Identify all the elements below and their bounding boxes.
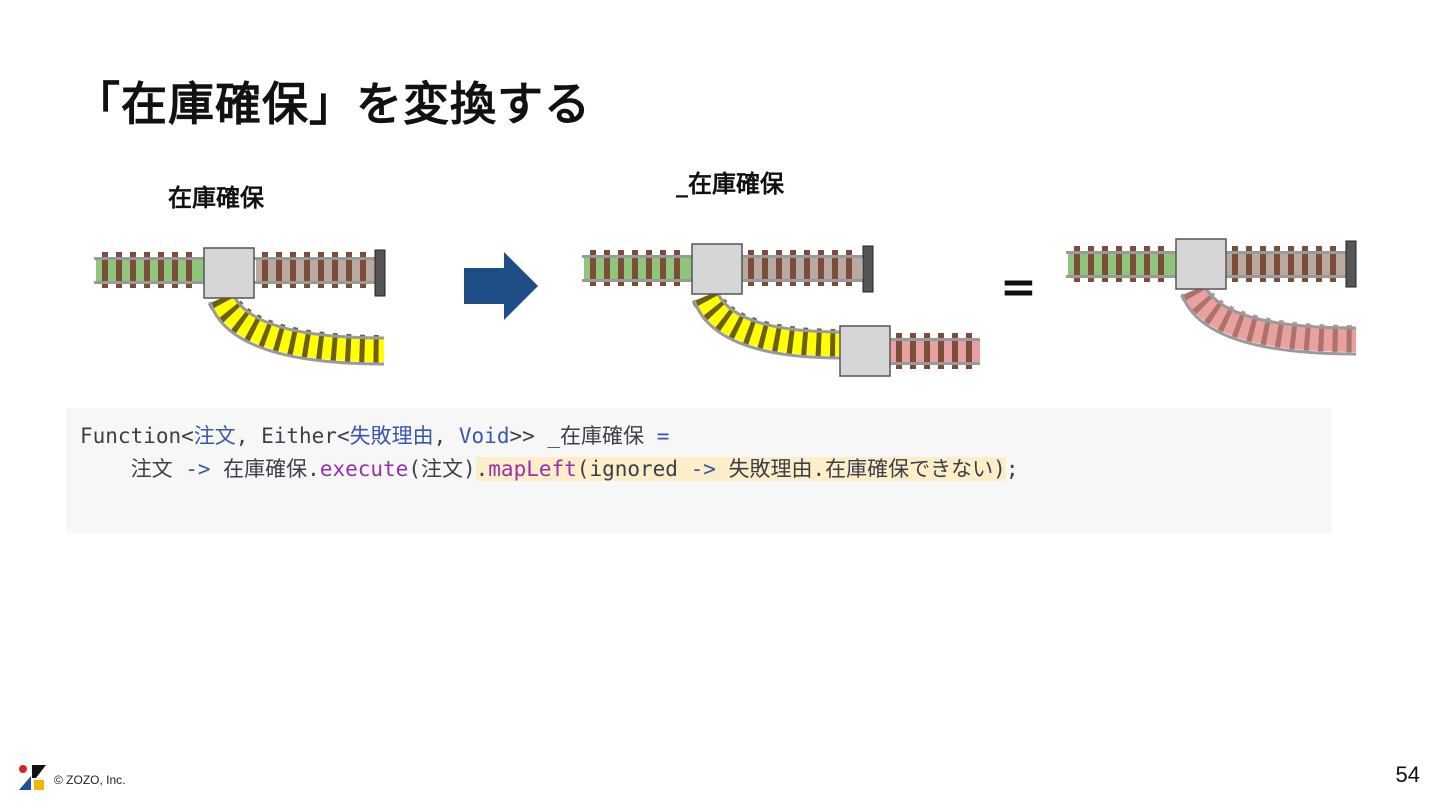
code-token: = [656,424,670,448]
railway-switch-result [1066,238,1357,356]
slide-title: 「在庫確保」を変換する [74,77,591,131]
failure-branch-track [1180,282,1357,356]
code-token: -> [690,457,716,481]
code-token: 失敗理由.在庫確保できない) [715,457,1006,481]
function-box [1175,238,1227,290]
code-token: . [475,457,489,481]
failure-branch-track [208,291,385,366]
code-token: execute [319,457,409,481]
zozo-logo-icon [19,765,46,790]
code-token: ; [1005,457,1019,481]
code-token: Function< [80,424,194,448]
code-token: 注文 [193,424,236,448]
railway-switch-original [94,247,386,366]
code-token: mapLeft [488,457,577,481]
code-token: Void [458,424,510,448]
page-number: 54 [1395,762,1420,787]
converted-failure-track [886,333,980,369]
railway-switch-with-adapter [582,243,980,377]
copyright-text: © ZOZO, Inc. [54,773,126,787]
function-box [203,247,255,299]
equals-sign: = [1000,262,1037,313]
adapter-box [839,325,891,377]
code-token: , [433,424,459,448]
label-inventory-reserve: 在庫確保 [168,184,264,212]
right-arrow-icon [464,252,538,320]
code-line-1: Function<注文, Either<失敗理由, Void>> _在庫確保 = [80,420,1332,453]
failure-branch-track [692,289,843,360]
code-token: (ignored [576,457,691,481]
code-block: Function<注文, Either<失敗理由, Void>> _在庫確保 =… [66,408,1332,533]
label-inventory-reserve-converted: _在庫確保 [676,170,784,198]
code-token: >> _在庫確保 [509,424,657,448]
code-token: 注文 [80,457,186,481]
function-box [691,243,743,295]
code-token: 失敗理由 [349,424,434,448]
code-highlight: .mapLeft(ignored -> 失敗理由.在庫確保できない) [475,457,1006,481]
code-token: , Either< [235,424,350,448]
code-token: 在庫確保. [210,457,320,481]
code-token: -> [185,457,211,481]
code-token: (注文) [408,457,476,481]
code-line-2: 注文 -> 在庫確保.execute(注文).mapLeft(ignored -… [80,453,1332,486]
